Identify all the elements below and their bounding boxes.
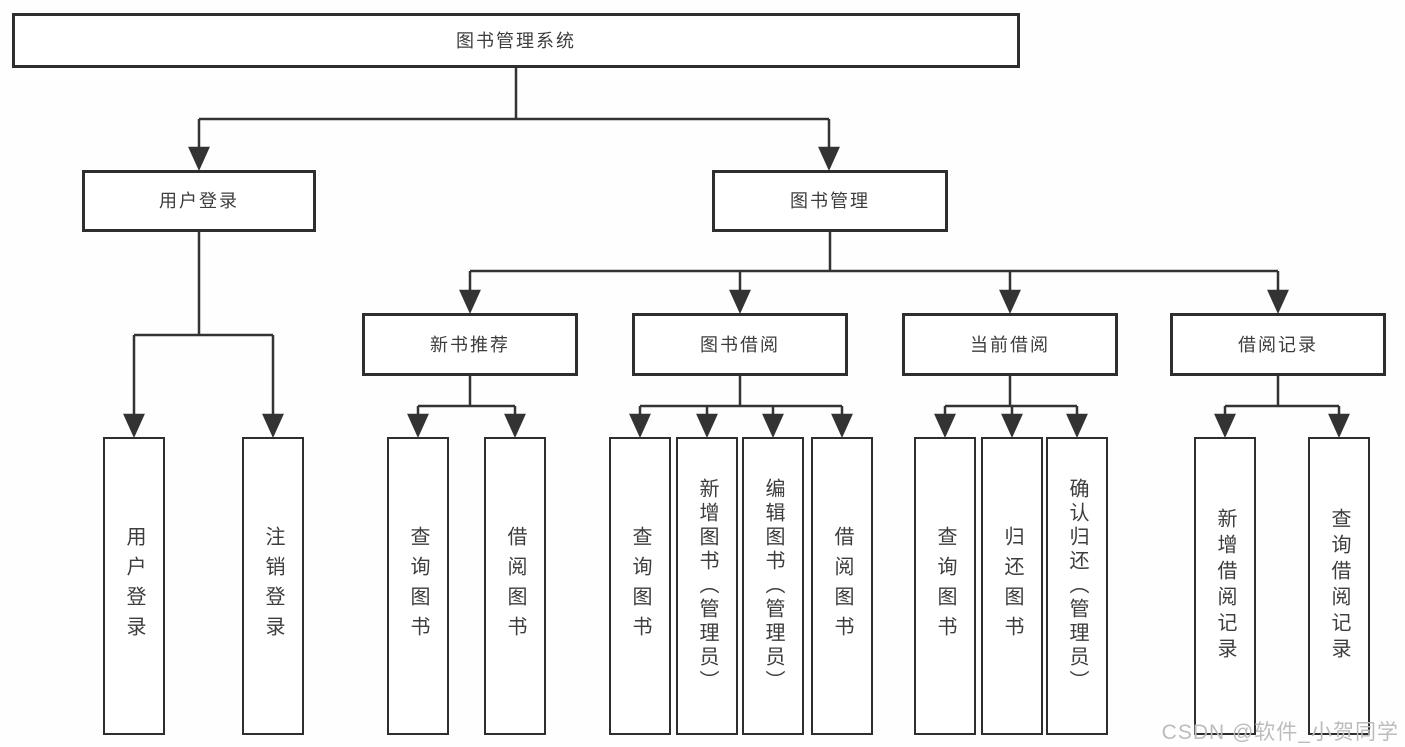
group-current-borrow-label: 当前借阅 — [970, 334, 1050, 355]
group-current-borrow-box: 当前借阅 — [902, 313, 1118, 376]
csdn-watermark: CSDN @软件_小贺同学 — [1161, 721, 1399, 744]
leaf-borrow-borrow-box: 借阅图书 — [811, 437, 873, 735]
root-label: 图书管理系统 — [456, 30, 576, 51]
branch-user-login-label: 用户登录 — [159, 191, 239, 211]
leaf-record-add-box: 新增借阅记录 — [1194, 437, 1256, 735]
leaf-current-query-label: 查询图书 — [934, 526, 956, 646]
group-borrow-record-label: 借阅记录 — [1238, 334, 1318, 355]
leaf-logout-box: 注销登录 — [242, 437, 304, 735]
leaf-current-confirm-label: 确认归还（管理员） — [1066, 478, 1088, 694]
group-borrow-record-box: 借阅记录 — [1170, 313, 1386, 376]
leaf-record-add-label: 新增借阅记录 — [1214, 508, 1236, 664]
leaf-logout-label: 注销登录 — [262, 526, 284, 646]
group-new-book-box: 新书推荐 — [362, 313, 578, 376]
leaf-newbook-query-label: 查询图书 — [407, 526, 429, 646]
branch-user-login-box: 用户登录 — [82, 170, 316, 232]
leaf-current-return-box: 归还图书 — [981, 437, 1043, 735]
branch-book-mgmt-box: 图书管理 — [712, 170, 948, 232]
branch-book-mgmt-label: 图书管理 — [790, 191, 870, 211]
leaf-user-login-label: 用户登录 — [123, 526, 145, 646]
leaf-borrow-edit-box: 编辑图书（管理员） — [742, 437, 804, 735]
group-book-borrow-label: 图书借阅 — [700, 334, 780, 355]
leaf-current-query-box: 查询图书 — [914, 437, 976, 735]
leaf-newbook-borrow-box: 借阅图书 — [484, 437, 546, 735]
leaf-current-return-label: 归还图书 — [1001, 526, 1023, 646]
leaf-borrow-add-label: 新增图书（管理员） — [696, 478, 718, 694]
leaf-borrow-query-box: 查询图书 — [609, 437, 671, 735]
leaf-user-login-box: 用户登录 — [103, 437, 165, 735]
leaf-current-confirm-box: 确认归还（管理员） — [1046, 437, 1108, 735]
leaf-record-query-label: 查询借阅记录 — [1328, 508, 1350, 664]
leaf-newbook-borrow-label: 借阅图书 — [504, 526, 526, 646]
leaf-borrow-query-label: 查询图书 — [629, 526, 651, 646]
group-book-borrow-box: 图书借阅 — [632, 313, 848, 376]
leaf-borrow-edit-label: 编辑图书（管理员） — [762, 478, 784, 694]
root-box: 图书管理系统 — [12, 13, 1020, 68]
group-new-book-label: 新书推荐 — [430, 334, 510, 355]
leaf-record-query-box: 查询借阅记录 — [1308, 437, 1370, 735]
leaf-borrow-add-box: 新增图书（管理员） — [676, 437, 738, 735]
leaf-newbook-query-box: 查询图书 — [387, 437, 449, 735]
leaf-borrow-borrow-label: 借阅图书 — [831, 526, 853, 646]
